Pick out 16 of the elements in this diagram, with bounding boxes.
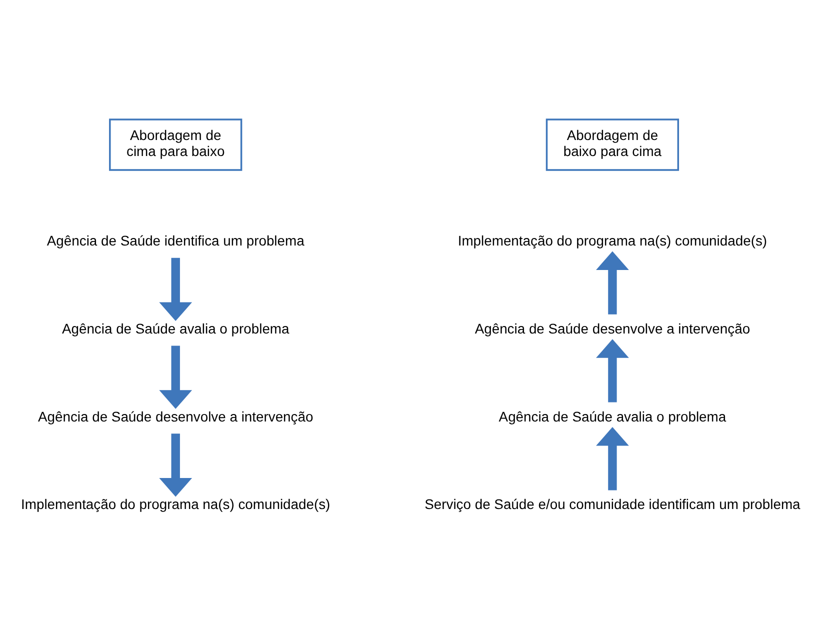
node-box: Abordagem de baixo para cima: [546, 118, 680, 170]
node-box: Abordagem de cima para baixo: [109, 118, 242, 170]
node-text: Implementação do programa na(s) comunidade(s): [458, 232, 768, 248]
arrow: [159, 257, 192, 321]
node-text: Agência de Saúde avalia o problema: [498, 408, 726, 424]
arrow: [596, 338, 629, 402]
arrow: [596, 250, 629, 314]
node-text: Implementação do programa na(s) comunidade(s): [21, 496, 330, 512]
node-text: Agência de Saúde desenvolve a intervenção: [474, 320, 750, 336]
node-text: Serviço de Saúde e/ou comunidade identificam um problema: [424, 496, 800, 512]
arrow: [596, 426, 629, 490]
arrow: [159, 345, 192, 408]
node-text: Agência de Saúde desenvolve a intervenção: [38, 408, 314, 424]
arrow: [159, 433, 192, 496]
node-text: Agência de Saúde avalia o problema: [62, 320, 290, 336]
node-text: Agência de Saúde identifica um problema: [46, 232, 304, 248]
